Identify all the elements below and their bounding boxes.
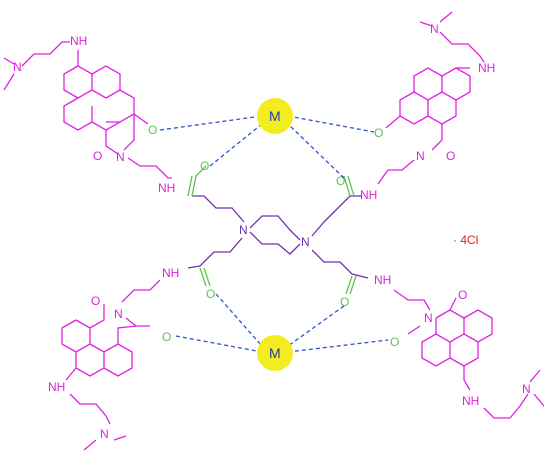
amide-carbonyls: O O O O: [187, 159, 357, 309]
amine-nh-label: NH: [462, 394, 479, 408]
dimethyl-n-label: N: [13, 60, 22, 74]
metal-label-bottom: M: [269, 345, 281, 361]
naphthalimide-top-right: N NH O O N NH: [287, 11, 495, 202]
counterion-label: · 4Cl: [453, 233, 478, 247]
central-linker: N N: [187, 195, 369, 279]
naphthalimide-top-left: N NH O O N NH: [3, 34, 263, 195]
carbonyl-o-label: O: [390, 335, 399, 349]
amide-nh-label: NH: [360, 188, 377, 202]
amide-nh-label: NH: [374, 273, 391, 287]
dimethyl-n-label: N: [430, 22, 439, 36]
carbonyl-o-label: O: [162, 330, 171, 344]
metal-marker-bottom: [257, 335, 293, 371]
linker-n-left: N: [239, 223, 248, 237]
metal-marker-top: [257, 98, 293, 134]
imide-n-label: N: [416, 149, 425, 163]
imide-o-label: O: [91, 294, 100, 308]
metal-label-top: M: [269, 108, 281, 124]
dimethyl-n-label: N: [100, 427, 109, 441]
imide-n-label: N: [116, 150, 125, 164]
imide-o-label: O: [458, 288, 467, 302]
carbonyl-o-label: O: [374, 126, 383, 140]
imide-n-label: N: [424, 311, 433, 325]
amide-nh-label: NH: [162, 266, 179, 280]
amine-nh-label: NH: [478, 61, 495, 75]
amide-o-bottom-left: O: [206, 287, 215, 301]
imide-n-label: N: [114, 307, 123, 321]
imide-o-label: O: [446, 149, 455, 163]
imide-o-label: O: [93, 149, 102, 163]
amine-nh-label: NH: [70, 34, 87, 48]
metal-center-top: M: [209, 98, 345, 179]
amide-nh-label: NH: [158, 181, 175, 195]
amide-o-bottom-right: O: [340, 295, 349, 309]
dimethyl-n-label: N: [522, 382, 531, 396]
naphthalimide-bottom-right: NH N O O NH N: [287, 273, 545, 419]
naphthalimide-bottom-left: NH N O O NH N: [48, 266, 263, 451]
carbonyl-o-label: O: [148, 123, 157, 137]
amide-o-top-right: O: [336, 174, 345, 188]
amine-nh-label: NH: [48, 380, 65, 394]
amide-o-top-left: O: [200, 159, 209, 173]
linker-n-right: N: [301, 235, 310, 249]
metal-center-bottom: M: [215, 293, 345, 371]
